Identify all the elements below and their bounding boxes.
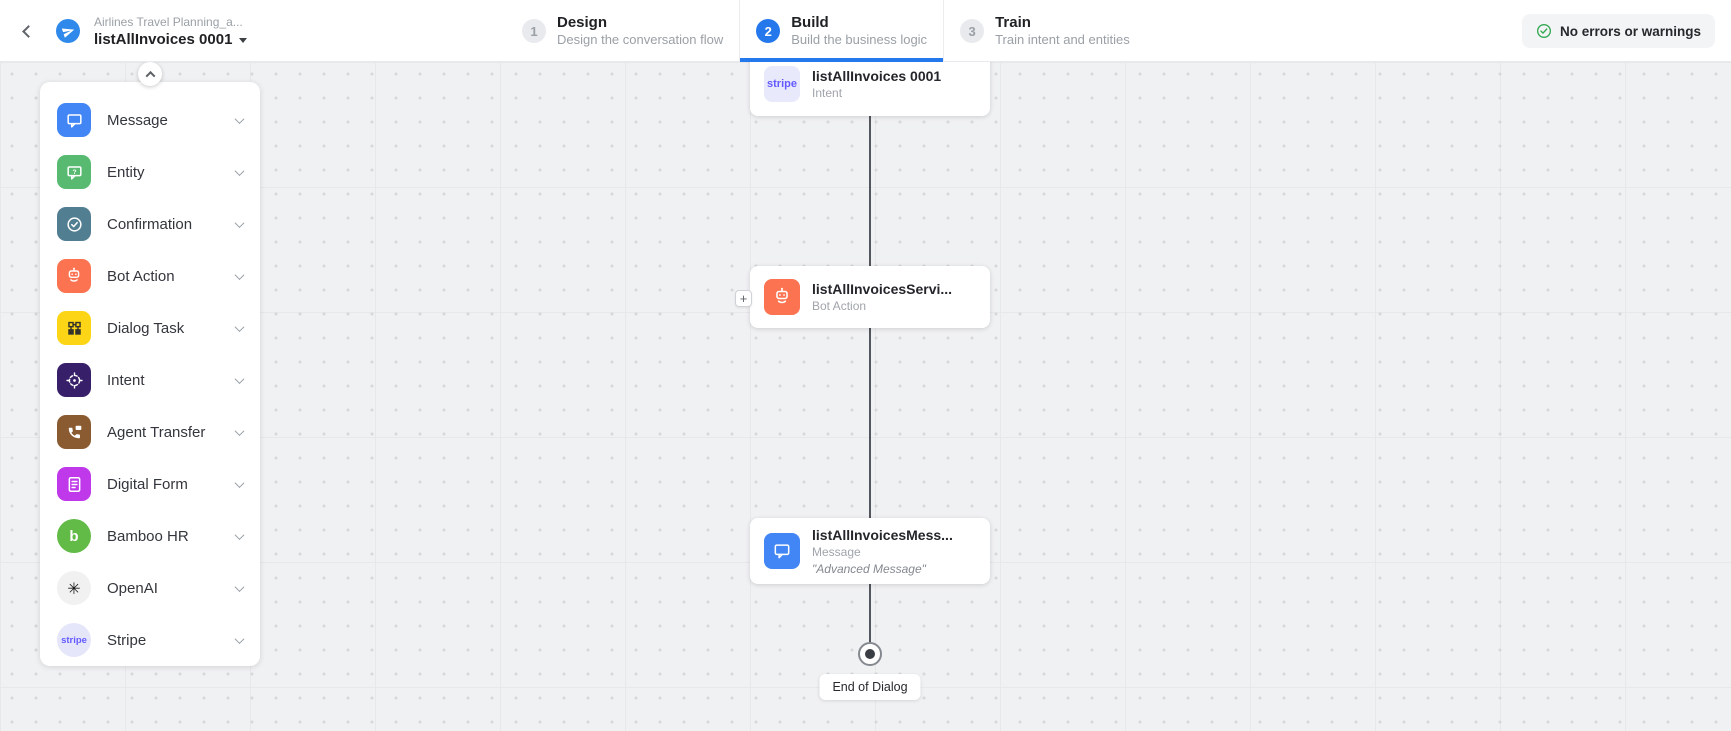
node-title: listAllInvoicesServi... — [812, 281, 953, 297]
add-node-button[interactable]: + — [735, 290, 752, 307]
sidebar-item-stripe[interactable]: stripe Stripe — [40, 614, 260, 666]
header-titles: Airlines Travel Planning_a... listAllInv… — [94, 14, 248, 48]
dialog-name: listAllInvoices 0001 — [94, 30, 233, 48]
sidebar-item-agent-transfer[interactable]: Agent Transfer — [40, 406, 260, 458]
sidebar-item-label: Intent — [107, 371, 145, 389]
chevron-down-icon — [234, 165, 245, 176]
sidebar-item-openai[interactable]: ✳ OpenAI — [40, 562, 260, 614]
sidebar-item-label: Stripe — [107, 631, 147, 649]
node-subtitle: Bot Action — [812, 299, 867, 313]
sidebar-item-bot-action[interactable]: Bot Action — [40, 250, 260, 302]
sidebar-item-label: Bamboo HR — [107, 527, 189, 545]
chevron-down-icon — [234, 217, 245, 228]
node-title: listAllInvoices 0001 — [812, 68, 942, 84]
intent-icon — [57, 363, 91, 397]
message-icon — [57, 103, 91, 137]
status-text: No errors or warnings — [1559, 23, 1701, 39]
caret-down-icon — [239, 37, 248, 43]
sidebar-item-label: OpenAI — [107, 579, 158, 597]
sidebar-item-bamboo-hr[interactable]: b Bamboo HR — [40, 510, 260, 562]
tab-train-label: Train — [995, 13, 1031, 31]
sidebar-item-label: Agent Transfer — [107, 423, 206, 441]
tab-build[interactable]: 2 Build Build the business logic — [739, 0, 945, 62]
check-circle-icon — [1536, 24, 1551, 38]
chevron-down-icon — [234, 373, 245, 384]
chevron-down-icon — [234, 477, 245, 488]
bamboo-hr-icon: b — [57, 519, 91, 553]
chevron-left-icon — [21, 24, 35, 38]
tab-design-number: 1 — [522, 19, 546, 43]
tab-design[interactable]: 1 Design Design the conversation flow — [506, 0, 739, 62]
node-title: listAllInvoicesMess... — [812, 526, 953, 543]
sidebar-item-message[interactable]: Message — [40, 94, 260, 146]
app-header: Airlines Travel Planning_a... listAllInv… — [0, 0, 1731, 62]
palette-collapse-button[interactable] — [138, 62, 162, 86]
dialog-name-dropdown[interactable]: listAllInvoices 0001 — [94, 30, 248, 48]
flow-node-intent[interactable]: stripe listAllInvoices 0001 Intent — [750, 62, 990, 116]
tab-train-number: 3 — [960, 19, 985, 43]
sidebar-item-label: Bot Action — [107, 267, 175, 285]
back-button[interactable] — [14, 17, 42, 45]
node-subtitle: Intent — [812, 86, 843, 100]
tab-train-description: Train intent and entities — [995, 32, 1130, 48]
dialog-task-icon — [57, 311, 91, 345]
confirmation-icon — [57, 207, 91, 241]
stripe-icon: stripe — [764, 66, 800, 102]
sidebar-item-dialog-task[interactable]: Dialog Task — [40, 302, 260, 354]
project-name: Airlines Travel Planning_a... — [94, 14, 243, 29]
node-subtitle: Message — [812, 544, 861, 559]
validation-status[interactable]: No errors or warnings — [1521, 14, 1715, 48]
chevron-up-icon — [145, 70, 155, 81]
chevron-down-icon — [234, 321, 245, 332]
chevron-down-icon — [234, 581, 245, 592]
bot-avatar — [56, 19, 80, 43]
chevron-down-icon — [234, 633, 245, 644]
sidebar-item-label: Dialog Task — [107, 319, 185, 337]
sidebar-item-label: Confirmation — [107, 215, 193, 233]
sidebar-item-digital-form[interactable]: Digital Form — [40, 458, 260, 510]
chevron-down-icon — [234, 269, 245, 280]
stripe-icon: stripe — [57, 623, 91, 657]
tab-build-number: 2 — [756, 19, 781, 43]
tab-design-label: Design — [557, 13, 608, 31]
node-palette: Message ? Entity Confirmation — [40, 82, 260, 666]
digital-form-icon — [57, 467, 91, 501]
flow-canvas[interactable]: stripe listAllInvoices 0001 Intent listA… — [0, 62, 1731, 731]
stage-tabs: 1 Design Design the conversation flow 2 … — [506, 0, 1146, 62]
agent-transfer-icon — [57, 415, 91, 449]
flow-node-message[interactable]: listAllInvoicesMess... Message "Advanced… — [750, 518, 990, 584]
sidebar-item-entity[interactable]: ? Entity — [40, 146, 260, 198]
header-left: Airlines Travel Planning_a... listAllInv… — [14, 0, 248, 62]
tab-design-description: Design the conversation flow — [557, 32, 724, 48]
tab-build-description: Build the business logic — [791, 32, 928, 48]
tab-build-label: Build — [791, 13, 829, 31]
end-of-dialog-marker — [858, 642, 882, 666]
chevron-down-icon — [234, 113, 245, 124]
end-dot-icon — [865, 649, 875, 659]
sidebar-item-intent[interactable]: Intent — [40, 354, 260, 406]
end-of-dialog-label: End of Dialog — [819, 674, 921, 700]
sidebar-item-label: Message — [107, 111, 168, 129]
sidebar-item-confirmation[interactable]: Confirmation — [40, 198, 260, 250]
message-icon — [764, 533, 800, 569]
chevron-down-icon — [234, 425, 245, 436]
bot-action-icon — [57, 259, 91, 293]
paper-plane-icon — [61, 28, 74, 38]
tab-train[interactable]: 3 Train Train intent and entities — [944, 0, 1146, 62]
openai-icon: ✳ — [57, 571, 91, 605]
bot-action-icon — [764, 279, 800, 315]
chevron-down-icon — [234, 529, 245, 540]
node-message-preview: "Advanced Message" — [812, 561, 926, 576]
entity-icon: ? — [57, 155, 91, 189]
flow-edge — [869, 582, 871, 642]
sidebar-item-label: Entity — [107, 163, 145, 181]
svg-text:?: ? — [72, 168, 76, 175]
flow-node-bot-action[interactable]: listAllInvoicesServi... Bot Action — [750, 266, 990, 328]
sidebar-item-label: Digital Form — [107, 475, 188, 493]
